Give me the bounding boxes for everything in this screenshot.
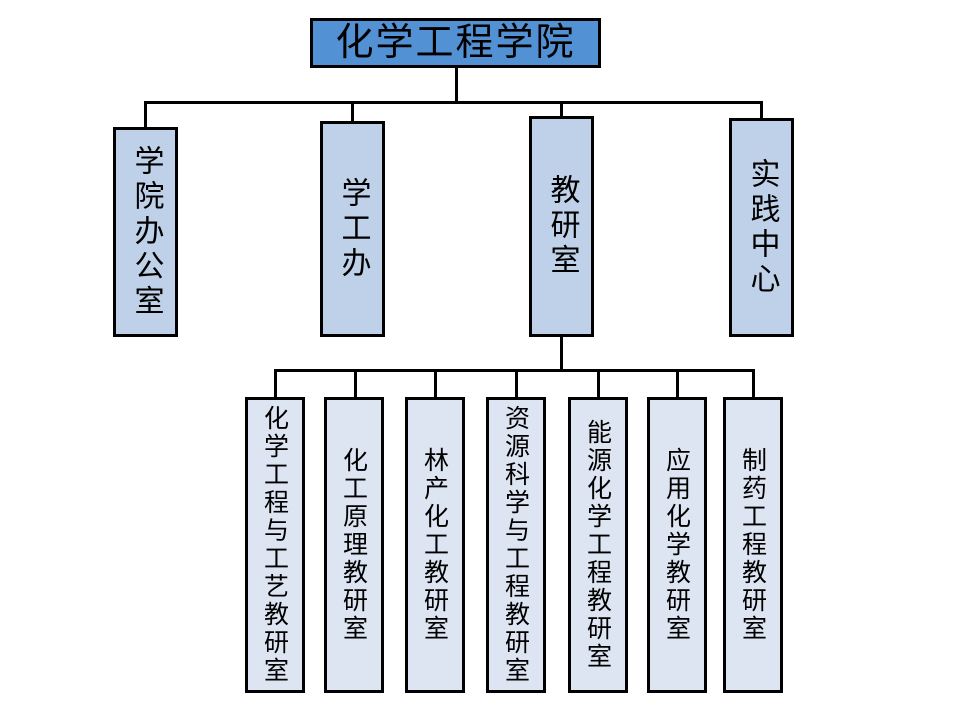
node-pharmaceutical-engineering-dept[interactable]: 制药工程教研室: [723, 397, 783, 693]
connector-level3-bus: [274, 369, 755, 372]
node-student-affairs-office-label: 学工办: [335, 176, 371, 282]
node-forest-products-chemical-engineering-dept[interactable]: 林产化工教研室: [405, 397, 465, 693]
connector-level2-bus: [144, 101, 763, 104]
node-student-affairs-office[interactable]: 学工办: [320, 121, 385, 337]
node-energy-chemical-engineering-dept[interactable]: 能源化学工程教研室: [568, 397, 628, 693]
node-chemical-engineering-and-technology-dept[interactable]: 化学工程与工艺教研室: [245, 397, 305, 693]
node-forest-products-chemical-engineering-dept-label: 林产化工教研室: [420, 447, 450, 643]
node-applied-chemistry-dept[interactable]: 应用化学教研室: [647, 397, 707, 693]
connector-teaching-research-stem: [560, 337, 563, 369]
node-root-school-of-chemical-engineering[interactable]: 化学工程学院: [310, 18, 601, 68]
node-practice-center-label: 实践中心: [744, 157, 780, 298]
connector-drop-level2-2: [351, 101, 354, 121]
connector-drop-level3-6: [676, 369, 679, 397]
node-resource-science-and-engineering-dept-label: 资源科学与工程教研室: [501, 405, 531, 685]
connector-drop-level3-2: [354, 369, 357, 397]
node-chemical-engineering-principles-dept-label: 化工原理教研室: [339, 447, 369, 643]
connector-drop-level2-3: [560, 101, 563, 116]
node-teaching-research-office[interactable]: 教研室: [529, 116, 594, 337]
node-root-label: 化学工程学院: [335, 20, 576, 65]
node-chemical-engineering-and-technology-dept-label: 化学工程与工艺教研室: [260, 405, 290, 685]
node-practice-center[interactable]: 实践中心: [729, 118, 794, 337]
node-college-office-label: 学院办公室: [128, 144, 164, 320]
connector-root-stem: [455, 68, 458, 101]
node-chemical-engineering-principles-dept[interactable]: 化工原理教研室: [324, 397, 384, 693]
connector-drop-level3-4: [515, 369, 518, 397]
connector-drop-level3-3: [434, 369, 437, 397]
connector-drop-level2-4: [760, 101, 763, 118]
connector-drop-level3-5: [597, 369, 600, 397]
node-pharmaceutical-engineering-dept-label: 制药工程教研室: [738, 447, 768, 643]
node-college-office[interactable]: 学院办公室: [113, 127, 178, 337]
connector-drop-level3-7: [752, 369, 755, 397]
connector-drop-level3-1: [274, 369, 277, 397]
connector-drop-level2-1: [144, 101, 147, 127]
node-teaching-research-office-label: 教研室: [544, 174, 580, 279]
node-applied-chemistry-dept-label: 应用化学教研室: [662, 447, 692, 643]
node-resource-science-and-engineering-dept[interactable]: 资源科学与工程教研室: [486, 397, 546, 693]
node-energy-chemical-engineering-dept-label: 能源化学工程教研室: [583, 419, 613, 671]
